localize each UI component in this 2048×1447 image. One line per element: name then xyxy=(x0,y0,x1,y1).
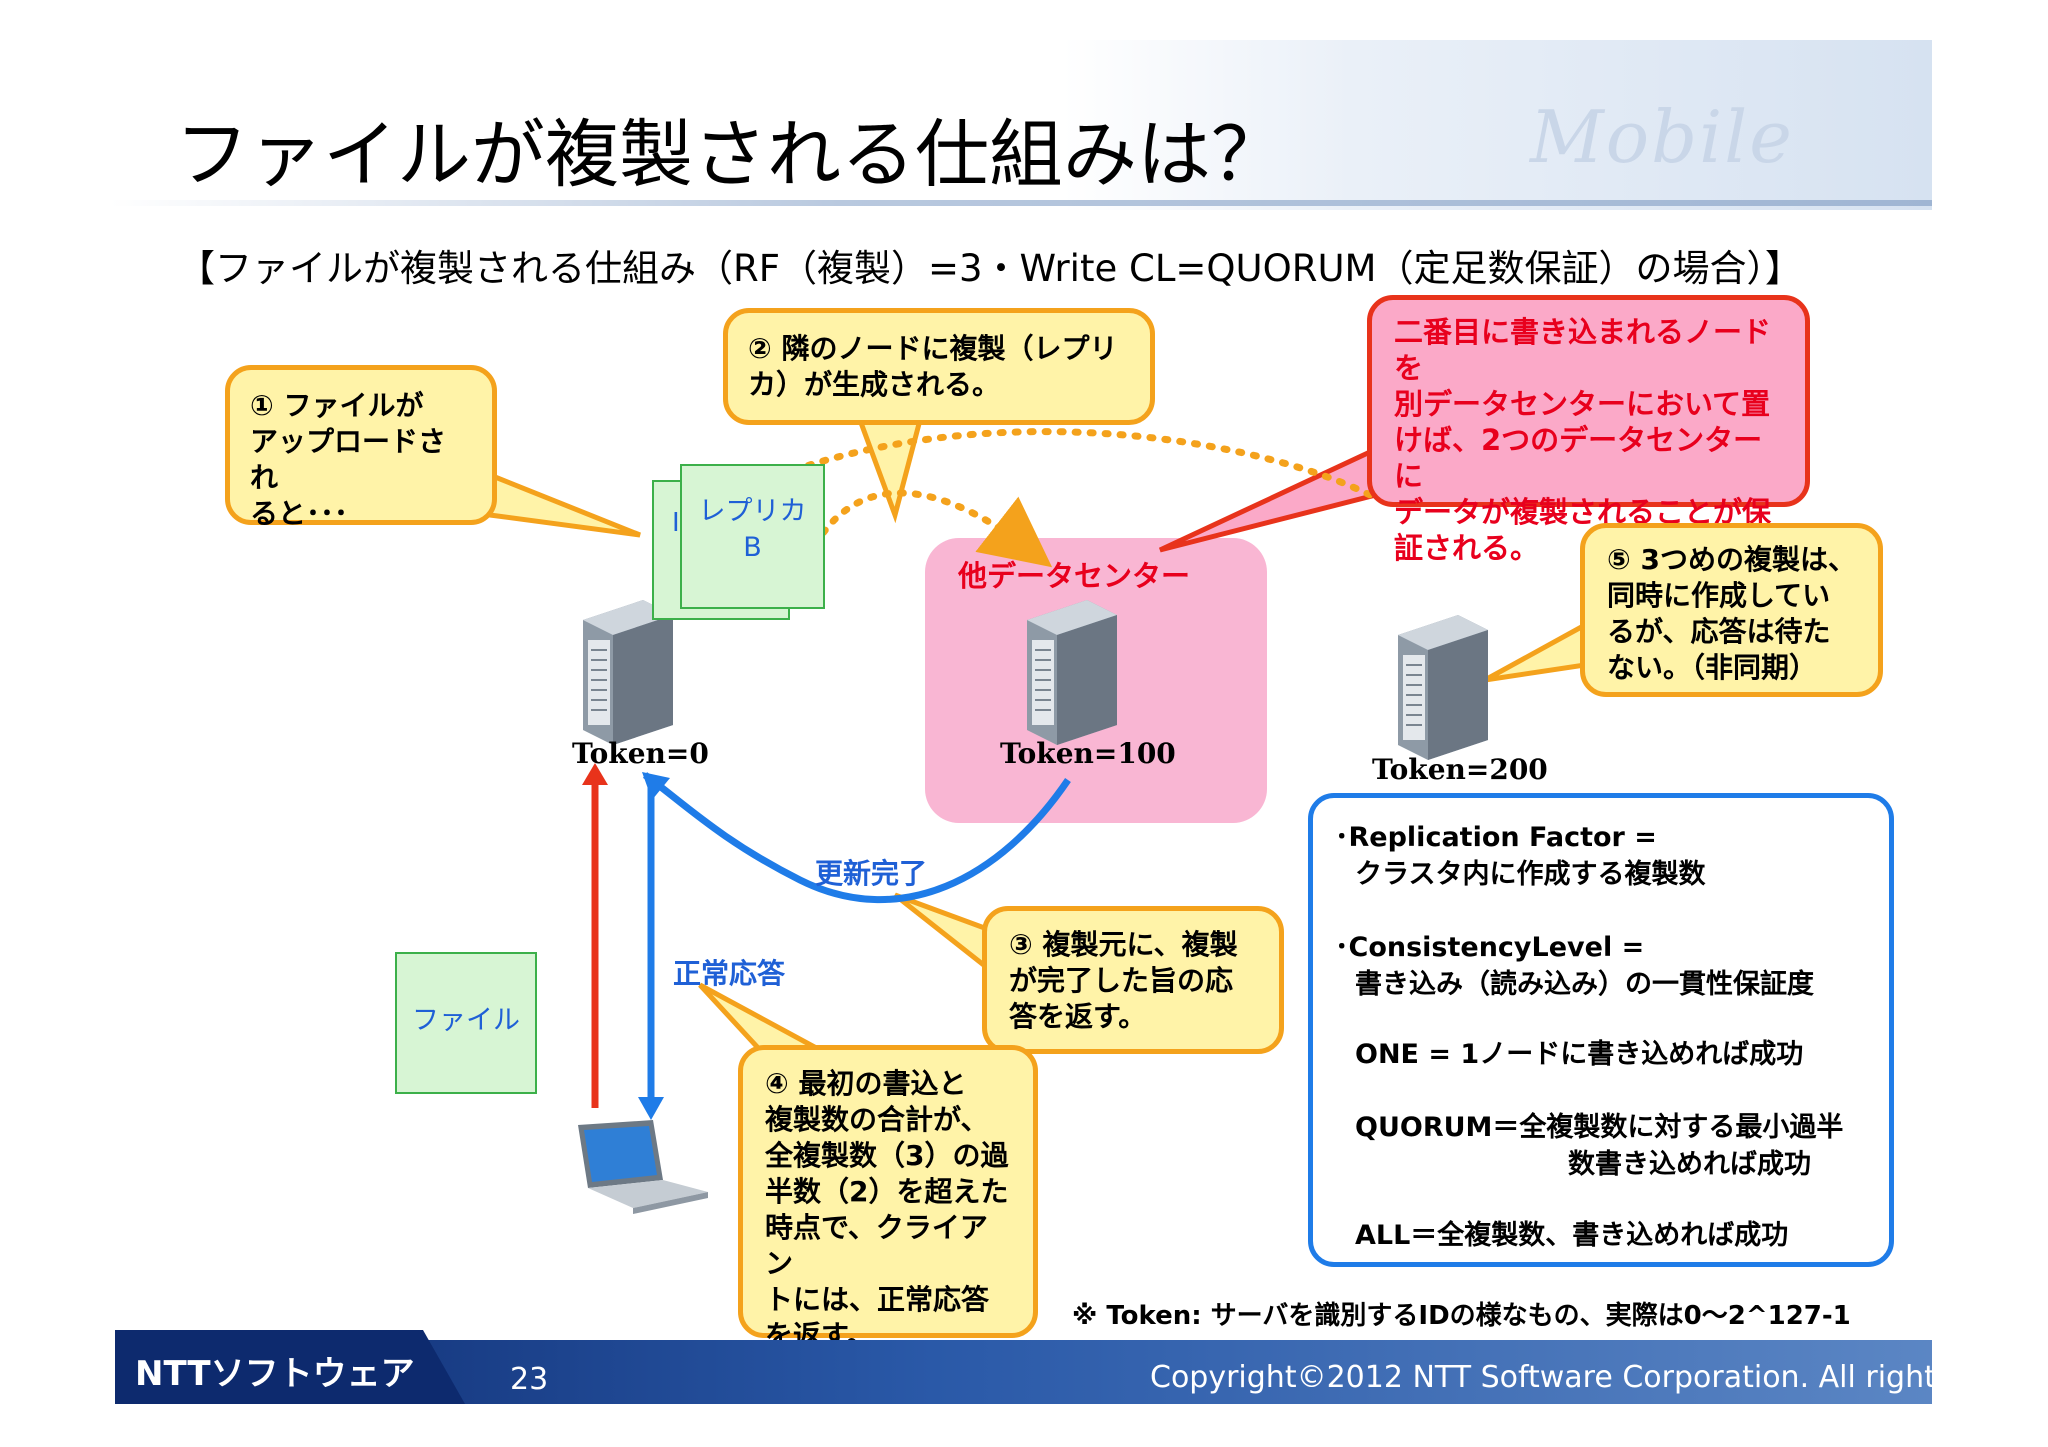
callout-3-line: が完了した旨の応 xyxy=(1009,964,1234,997)
update-complete-label: 更新完了 xyxy=(815,857,928,890)
callout-3: ③ 複製元に、複製 が完了した旨の応 答を返す。 xyxy=(982,906,1284,1054)
callout-red-line: けば、2つのデータセンターに xyxy=(1394,423,1763,493)
replica-back-letter: I xyxy=(672,508,680,538)
callout-5-line: るが、応答は待た xyxy=(1607,615,1831,648)
update-complete-arrowhead xyxy=(642,772,670,800)
slide-title: ファイルが複製される仕組みは？ xyxy=(175,112,1285,198)
update-complete-curve xyxy=(642,772,1071,904)
callout-4: ④ 最初の書込と 複製数の合計が、 全複製数（3）の過 半数（2）を超えた 時点… xyxy=(738,1045,1038,1352)
normal-response-label: 正常応答 xyxy=(673,957,786,990)
definition-cl-term: ･ConsistencyLevel = xyxy=(1335,932,1645,963)
callout-2-line: ② 隣のノードに複製（レプリ xyxy=(748,332,1118,365)
replica-document xyxy=(680,464,825,609)
token-note: ※ Token: サーバを識別するIDの様なもの、実際は0～2^127-1 xyxy=(1072,1301,1851,1331)
replica-label: レプリカ B xyxy=(680,494,825,566)
token-label-100: Token=100 xyxy=(1000,737,1176,770)
callout-5-line: ⑤ 3つめの複製は、 xyxy=(1607,543,1856,576)
definition-quorum: QUORUM＝全複製数に対する最小過半 xyxy=(1355,1112,1844,1143)
header-watermark: Mobile xyxy=(1530,95,1794,179)
callout-4-line: 全複製数（3）の過 xyxy=(765,1139,1009,1172)
replica-label-line2: B xyxy=(743,532,762,563)
callout-5: ⑤ 3つめの複製は、 同時に作成してい るが、応答は待た ない。（非同期） xyxy=(1580,523,1883,697)
server-icon xyxy=(1027,600,1117,745)
replica-label-line1: レプリカ xyxy=(698,496,807,527)
header-rule xyxy=(110,200,1932,206)
definition-cl-text: 書き込み（読み込み）の一貫性保証度 xyxy=(1355,969,1814,1000)
callout-2: ② 隣のノードに複製（レプリ カ）が生成される。 xyxy=(723,308,1155,425)
copyright-text: Copyright©2012 NTT Software Corporation.… xyxy=(1150,1360,2048,1395)
upload-arrowhead xyxy=(582,763,608,785)
replication-dotted-arrow-dc xyxy=(811,489,1053,568)
callout-5-line: ない。（非同期） xyxy=(1607,651,1818,684)
replication-dotted-arrow-third xyxy=(776,428,1374,499)
company-logo: NTTソフトウェア xyxy=(135,1354,415,1394)
callout-red-line: 二番目に書き込まれるノードを xyxy=(1394,315,1772,385)
callout-4-line: トには、正常応答 xyxy=(765,1283,990,1316)
definition-rf-term: ･Replication Factor = xyxy=(1335,822,1657,853)
callout-1-line: ると･･･ xyxy=(250,497,349,530)
server-icon xyxy=(583,600,673,745)
callout-5-line: 同時に作成してい xyxy=(1607,579,1831,612)
page-number: 23 xyxy=(510,1362,549,1397)
callout-red-line: 別データセンターにおいて置 xyxy=(1394,387,1771,421)
callout-red-line: 証される。 xyxy=(1394,531,1540,565)
laptop-icon xyxy=(578,1120,708,1214)
header-background xyxy=(0,40,1932,210)
callout-1-line: アップロードされ xyxy=(250,425,447,494)
callout-3-line: ③ 複製元に、複製 xyxy=(1009,928,1238,961)
callout-4-line: 半数（2）を超えた xyxy=(765,1175,1009,1208)
definition-quorum-cont: 数書き込めれば成功 xyxy=(1568,1149,1811,1180)
server-icon xyxy=(1398,615,1488,760)
callout-3-line: 答を返す。 xyxy=(1009,1000,1147,1033)
definition-one: ONE = 1ノードに書き込めれば成功 xyxy=(1355,1039,1804,1070)
token-label-0: Token=0 xyxy=(572,737,709,770)
definition-rf-text: クラスタ内に作成する複製数 xyxy=(1355,859,1706,890)
file-document xyxy=(395,952,537,1094)
callout-2-line: カ）が生成される。 xyxy=(748,368,1001,401)
callout-1-tail xyxy=(487,471,641,538)
normal-response-arrowhead xyxy=(638,1097,664,1120)
callout-4-line: ④ 最初の書込と xyxy=(765,1067,967,1100)
callout-1: ① ファイルが アップロードされ ると･･･ xyxy=(225,365,497,530)
callout-4-line: 複製数の合計が、 xyxy=(765,1103,989,1136)
definition-all: ALL＝全複製数、書き込めれば成功 xyxy=(1355,1220,1789,1251)
callout-red: 二番目に書き込まれるノードを 別データセンターにおいて置 けば、2つのデータセン… xyxy=(1367,295,1810,565)
definitions-box xyxy=(1308,793,1894,1267)
file-label: ファイル xyxy=(412,1005,520,1036)
callout-3-tail xyxy=(893,892,993,976)
footer-logo-background xyxy=(115,1330,465,1404)
callout-4-tail xyxy=(698,982,822,1053)
callout-5-tail xyxy=(1483,620,1588,683)
callout-2-tail xyxy=(856,417,924,524)
callout-4-line: 時点で、クライアン xyxy=(765,1211,988,1280)
slide-subtitle: 【ファイルが複製される仕組み（RF（複製）=3・Write CL=QUORUM（… xyxy=(178,247,1802,290)
callout-1-line: ① ファイルが xyxy=(250,389,424,422)
token-label-200: Token=200 xyxy=(1372,753,1548,786)
